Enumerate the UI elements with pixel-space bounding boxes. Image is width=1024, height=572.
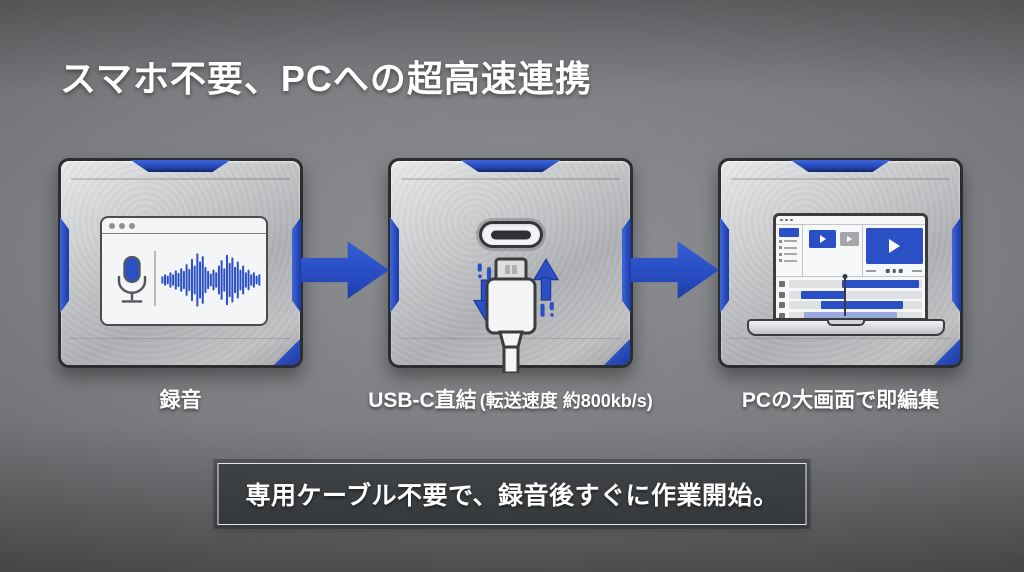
timeline-clip [820, 301, 904, 309]
flow-arrow-1-icon [301, 241, 389, 299]
track-icons [779, 281, 785, 318]
usb-c-port-icon [478, 221, 543, 248]
transport-buttons-icon [885, 269, 903, 273]
play-icon [819, 235, 826, 243]
step-label-pc: PCの大画面で即編集 [741, 389, 940, 412]
playhead [844, 276, 847, 316]
panel-seam [71, 178, 290, 180]
panel-accent-corner [934, 339, 960, 365]
panel-accent-left [720, 217, 729, 313]
laptop-screen [773, 213, 928, 321]
page-title: スマホ不要、PCへの超高速連携 [60, 58, 592, 99]
editor-main-area [776, 225, 925, 277]
footer-note-text: 専用ケーブル不要で、録音後すぐに作業開始。 [245, 482, 779, 510]
play-icon [889, 239, 900, 253]
window-content [102, 234, 266, 325]
playback-controls [866, 268, 922, 274]
sidebar-row [779, 246, 799, 249]
timeline-clip [803, 311, 897, 318]
window-dot-icon [790, 218, 793, 222]
video-thumbnail [840, 232, 859, 246]
timeline-track [789, 301, 922, 309]
preview-player [866, 228, 923, 264]
recorder-window-illustration [100, 216, 268, 326]
window-divider [154, 251, 156, 306]
editor-timeline [776, 276, 925, 318]
editor-sidebar [776, 225, 803, 276]
panel-accent-right [292, 217, 301, 313]
video-thumbnail [809, 230, 836, 248]
panel-accent-left [60, 217, 69, 313]
timeline-clip [842, 280, 920, 288]
footer-note-box: 専用ケーブル不要で、録音後すぐに作業開始。 [217, 463, 807, 525]
panel-accent-right [952, 217, 961, 313]
laptop-notch [827, 320, 865, 326]
recording-panel [58, 158, 303, 368]
panel-accent-corner [604, 339, 630, 365]
panel-seam [731, 178, 950, 180]
panel-seam [401, 178, 620, 180]
window-dot-icon [129, 222, 135, 229]
timeline-track [789, 290, 922, 299]
sidebar-row [779, 259, 799, 262]
window-titlebar [102, 218, 266, 234]
timeline-clip [800, 290, 845, 299]
sidebar-row [779, 252, 799, 256]
panel-accent-corner [274, 339, 300, 365]
panel-accent-right [622, 217, 631, 313]
waveform-icon [161, 253, 261, 307]
upload-arrow-icon [533, 258, 559, 317]
panel-accent-top [790, 160, 891, 172]
play-icon [847, 236, 852, 242]
timeline-track [789, 280, 922, 288]
window-dot-icon [785, 218, 788, 222]
pc-panel [718, 158, 963, 368]
step-label-recording: 録音 [159, 389, 202, 412]
microphone-icon [117, 255, 147, 303]
usb-c-port-slot [490, 230, 531, 239]
usb-c-plug-icon [485, 257, 536, 373]
window-dot-icon [780, 218, 783, 222]
editor-menubar [776, 216, 925, 225]
sidebar-row [779, 239, 799, 243]
timecode-bar [866, 270, 876, 272]
panel-seam [69, 337, 292, 339]
window-dot-icon [119, 222, 125, 229]
panel-accent-left [390, 217, 399, 313]
panel-seam [729, 337, 952, 339]
laptop-base [747, 319, 945, 336]
timeline-track [789, 311, 922, 318]
panel-accent-top [130, 160, 231, 172]
step-label-usb: USB-C直結(転送速度 約800kb/s) [368, 389, 653, 412]
timecode-bar [912, 270, 922, 272]
window-dot-icon [109, 222, 115, 229]
flow-arrow-2-icon [631, 241, 719, 299]
editor-preview-pane [862, 225, 925, 276]
sidebar-selected-item [779, 227, 799, 237]
usb-panel [388, 158, 633, 373]
panel-accent-top [460, 160, 561, 172]
